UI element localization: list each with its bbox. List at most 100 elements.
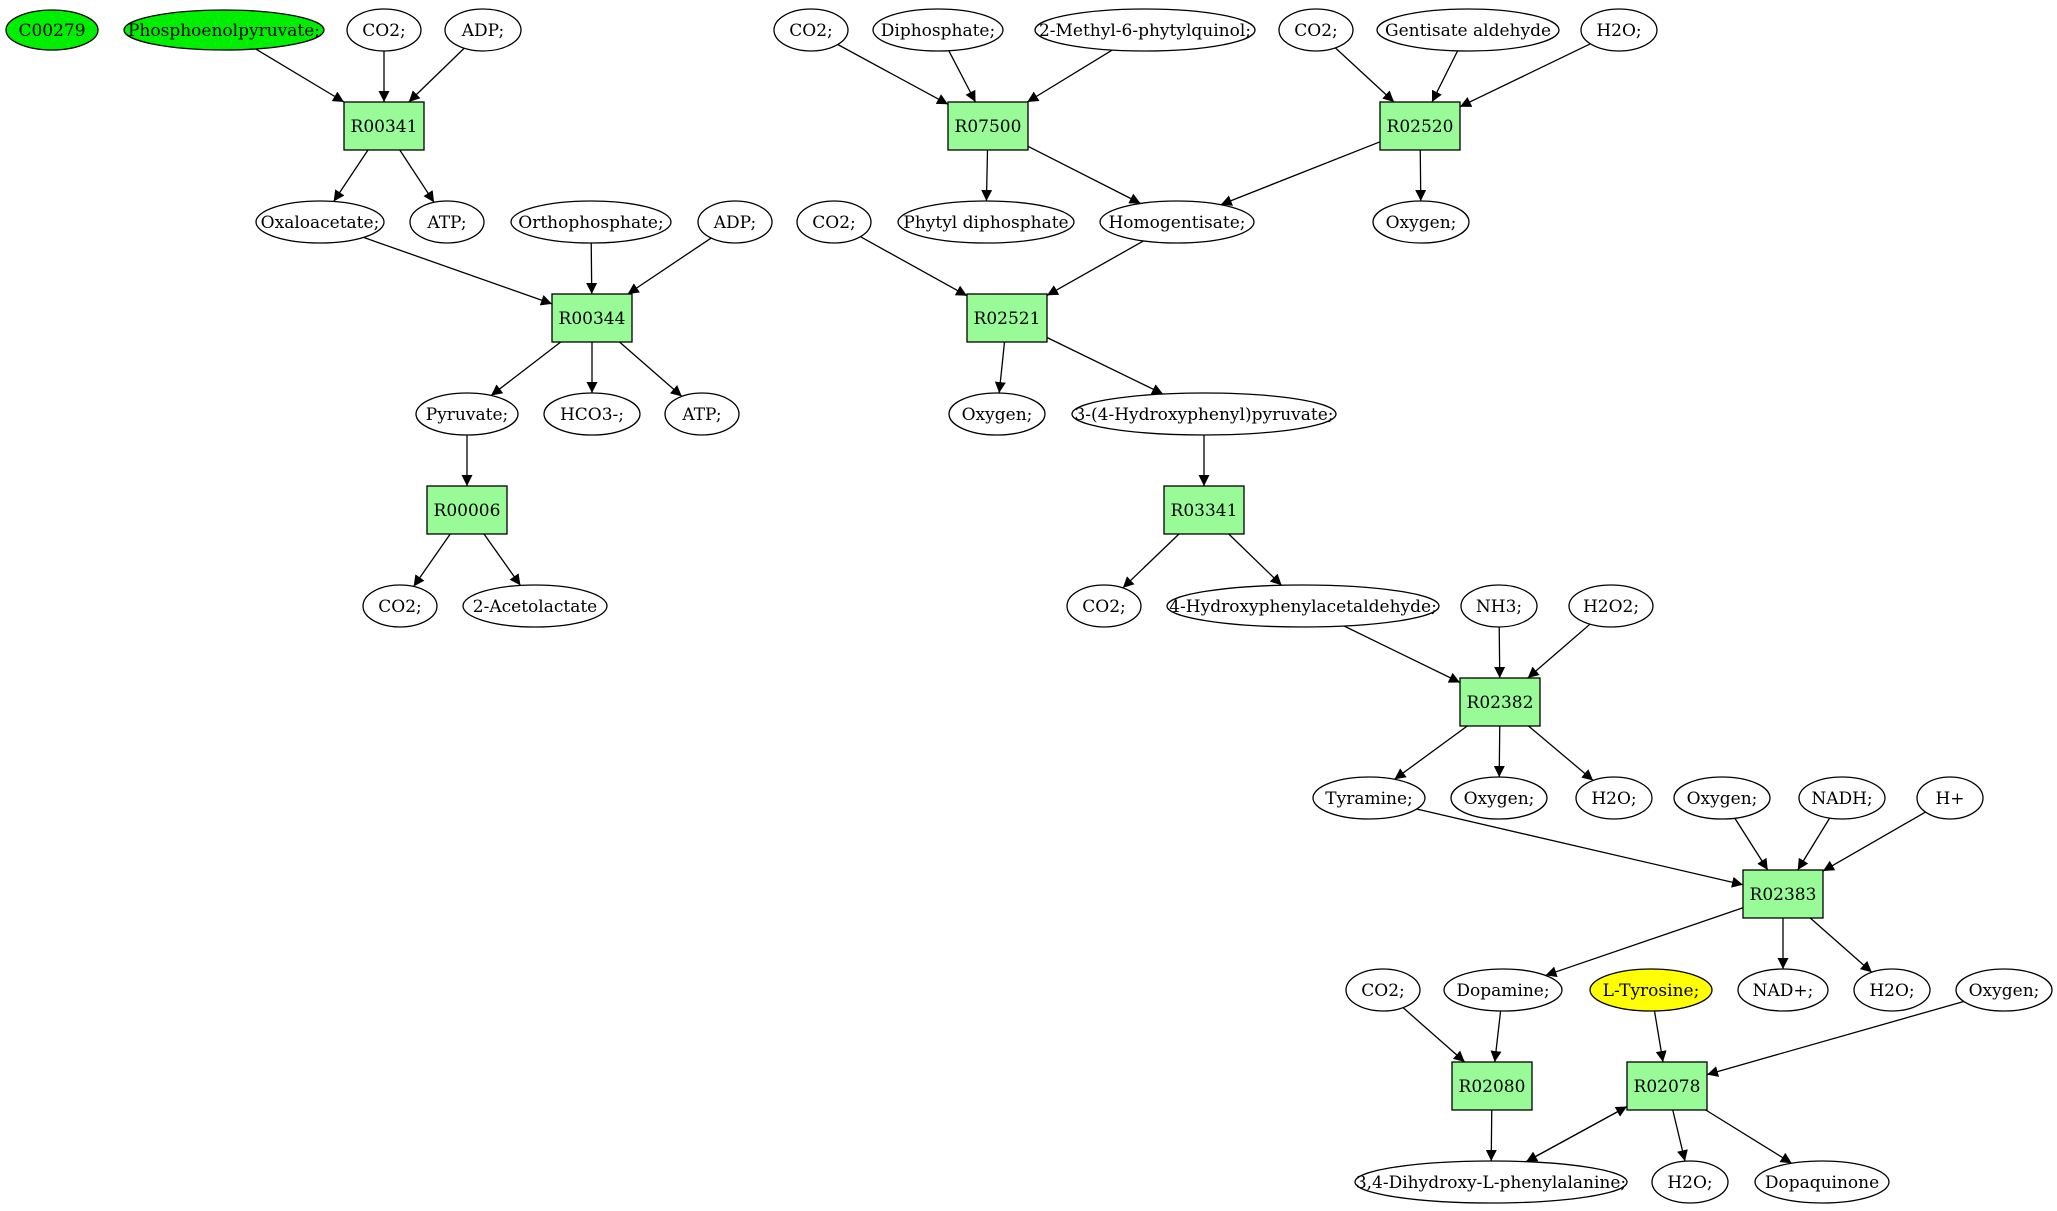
compound-node-tyramine: Tyramine; [1312, 776, 1426, 820]
node-label: 3-(4-Hydroxyphenyl)pyruvate; [1074, 405, 1333, 425]
compound-node-atp-1: ATP; [409, 200, 485, 244]
compound-node-h2o-4: H2O; [1651, 1160, 1729, 1204]
edge-r02383-to-h2o-3 [1809, 917, 1873, 973]
edge-diphosphate-to-r07500 [948, 50, 977, 103]
compound-ellipse [1166, 584, 1440, 628]
compound-ellipse [697, 200, 773, 244]
compound-ellipse [1376, 8, 1560, 52]
node-label: Tyramine; [1325, 789, 1413, 809]
compound-ellipse [1372, 200, 1470, 244]
compound-ellipse [346, 8, 422, 52]
compound-node-hpaa: 4-Hydroxyphenylacetaldehyde; [1166, 584, 1440, 628]
compound-ellipse [255, 200, 385, 244]
node-label: L-Tyrosine; [1603, 981, 1700, 1001]
compound-ellipse [415, 392, 519, 436]
compound-node-co2-5: CO2; [796, 200, 872, 244]
compound-ellipse [1443, 968, 1563, 1012]
node-label: 3,4-Dihydroxy-L-phenylalanine; [1356, 1173, 1626, 1193]
compound-node-methylphytyl: 2-Methyl-6-phytylquinol; [1034, 8, 1256, 52]
compound-node-dopaquinone: Dopaquinone [1754, 1160, 1890, 1204]
edge-homogentisate-to-r02521 [1046, 240, 1144, 296]
reaction-node-r02078: R02078 [1626, 1061, 1708, 1111]
compound-node-diphosphate: Diphosphate; [872, 8, 1004, 52]
edge-r02078-to-h2o-4 [1672, 1109, 1688, 1162]
edge-co2-7-to-r02080 [1402, 1007, 1466, 1063]
node-label: Dopaquinone [1765, 1173, 1879, 1193]
edge-r02080-to-ldopa [1485, 1109, 1497, 1162]
compound-ellipse [1345, 968, 1421, 1012]
node-label: CO2; [1361, 981, 1405, 1001]
reaction-box [947, 101, 1029, 151]
node-label: ADP; [713, 213, 756, 233]
compound-node-co2-2: CO2; [362, 584, 438, 628]
node-label: R00341 [351, 117, 418, 137]
edges-layer [255, 43, 1964, 1164]
compound-node-h2o2: H2O2; [1568, 584, 1654, 628]
edge-r00344-to-atp-2 [619, 341, 683, 397]
compound-ellipse [362, 584, 438, 628]
edge-nadh-to-r02383 [1797, 817, 1831, 871]
compound-ellipse [1034, 8, 1256, 52]
reaction-node-r02080: R02080 [1451, 1061, 1533, 1111]
compound-node-atp-2: ATP; [664, 392, 740, 436]
compound-node-c00279: C00279 [5, 9, 99, 51]
reaction-node-r02520: R02520 [1379, 101, 1461, 151]
compound-ellipse [1354, 1160, 1628, 1204]
compound-ellipse [1916, 776, 1984, 820]
compound-node-pyruvate: Pyruvate; [415, 392, 519, 436]
node-label: CO2; [378, 597, 422, 617]
edge-ltyrosine-to-r02078 [1653, 1010, 1667, 1063]
compound-ellipse [1568, 584, 1654, 628]
node-label: R03341 [1171, 501, 1238, 521]
compound-ellipse [1450, 776, 1548, 820]
node-label: ATP; [426, 213, 466, 233]
edge-nh3-to-r02382 [1494, 626, 1506, 679]
node-label: Phosphoenolpyruvate; [128, 21, 320, 41]
node-label: Oxygen; [1687, 789, 1758, 809]
edge-tyramine-to-r02383 [1416, 808, 1744, 888]
node-label: H2O; [1591, 789, 1636, 809]
compound-node-nadplus: NAD+; [1737, 968, 1829, 1012]
compound-ellipse [1673, 776, 1771, 820]
reaction-node-r02383: R02383 [1742, 869, 1824, 919]
compound-ellipse [897, 200, 1075, 244]
edge-r03341-to-hpaa [1228, 533, 1283, 586]
edge-r00341-to-oxaloacetate [333, 149, 369, 202]
reaction-box [1379, 101, 1461, 151]
edge-adp-2-to-r00344 [627, 237, 712, 295]
compound-node-oxaloacetate: Oxaloacetate; [255, 200, 385, 244]
node-label: H2O; [1667, 1173, 1712, 1193]
node-label: C00279 [18, 21, 85, 41]
node-label: R00006 [434, 501, 501, 521]
node-label: H2O2; [1583, 597, 1639, 617]
edge-r02521-to-oxygen-2 [994, 341, 1006, 394]
edge-r02520-to-oxygen-1 [1415, 149, 1427, 202]
compound-ellipse [444, 8, 522, 52]
edge-oxygen-5-to-r02078 [1706, 1000, 1964, 1077]
compound-node-hplus: H+ [1916, 776, 1984, 820]
node-label: Oxygen; [1969, 981, 2040, 1001]
reaction-box [426, 485, 508, 535]
edge-adp-1-to-r00341 [408, 47, 465, 103]
compound-ellipse [1278, 8, 1354, 52]
edge-r02521-to-hpp [1046, 336, 1164, 395]
compound-ellipse [462, 584, 608, 628]
edge-r00006-to-acetolactate [483, 533, 521, 586]
compound-node-h2o-2: H2O; [1575, 776, 1653, 820]
compound-ellipse [1853, 968, 1931, 1012]
compound-node-nh3: NH3; [1460, 584, 1538, 628]
edge-r00344-to-pyruvate [490, 341, 562, 397]
node-label: Phytyl diphosphate [903, 213, 1068, 233]
compound-ellipse [1071, 392, 1337, 436]
edge-r07500-to-phytyl [981, 149, 993, 202]
node-label: CO2; [1082, 597, 1126, 617]
node-label: R02078 [1634, 1077, 1701, 1097]
compound-node-h2o-1: H2O; [1580, 8, 1658, 52]
compound-node-oxygen-5: Oxygen; [1955, 968, 2053, 1012]
reaction-node-r02382: R02382 [1459, 677, 1541, 727]
compound-node-adp-1: ADP; [444, 8, 522, 52]
edge-pep-to-r00341 [255, 48, 345, 103]
edge-r02383-to-dopamine [1545, 907, 1744, 978]
node-label: ATP; [681, 405, 721, 425]
compound-ellipse [948, 392, 1046, 436]
